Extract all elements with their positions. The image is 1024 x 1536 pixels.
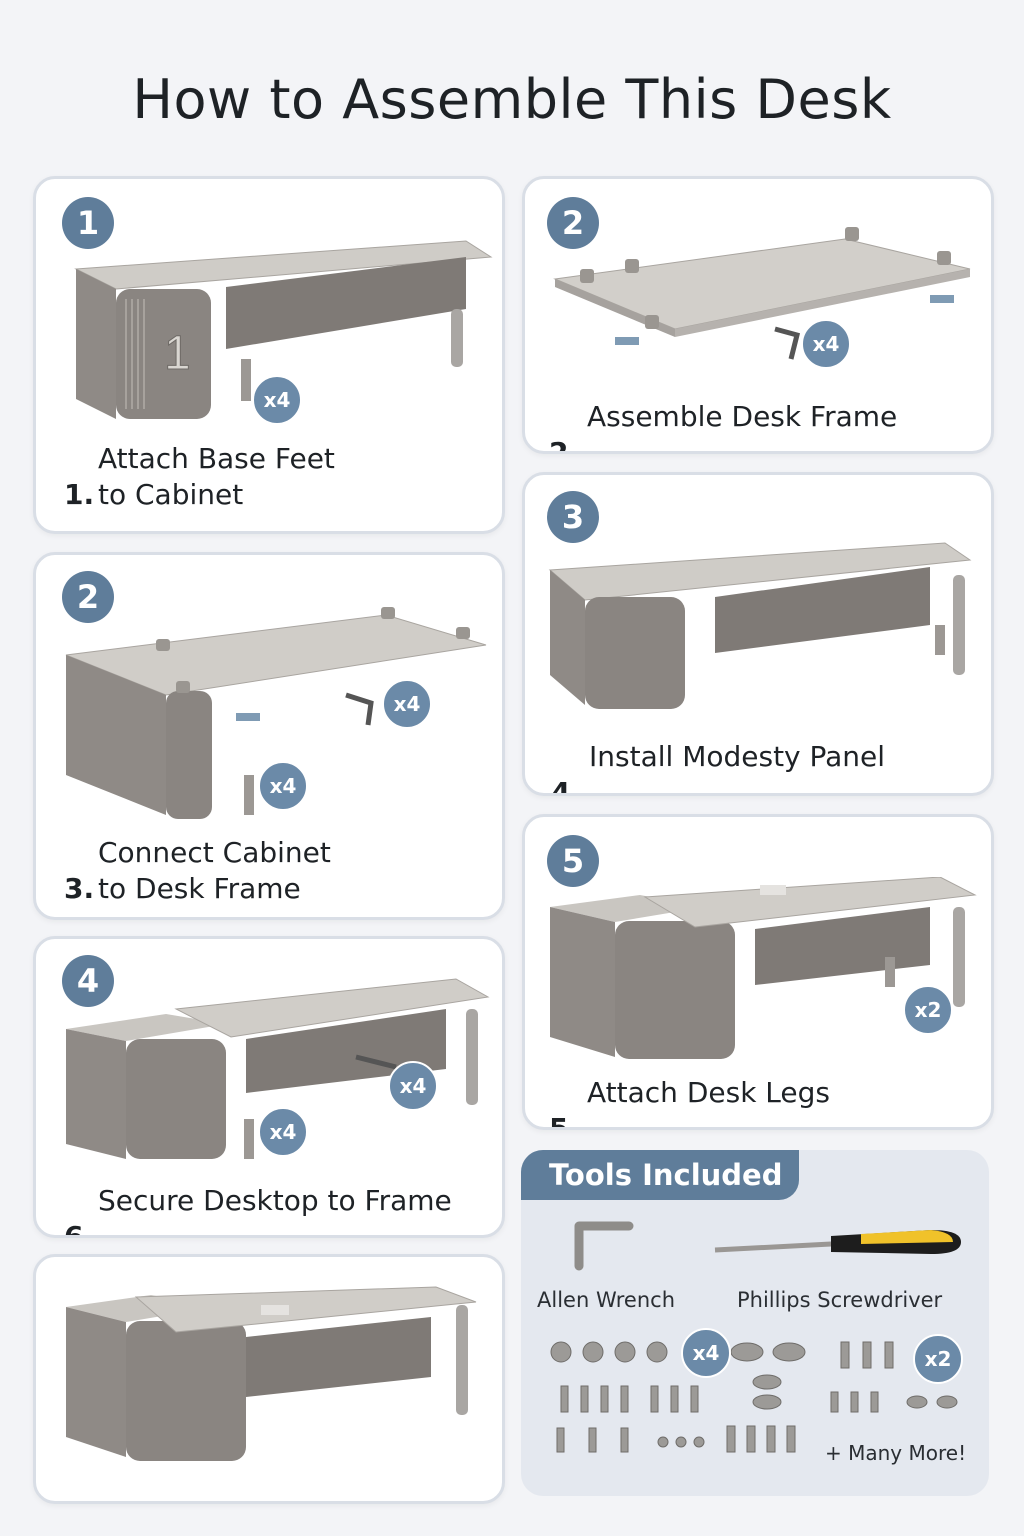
step-card-5: 5 x2 5. Attach Desk Legs [522,814,994,1130]
step-badge-3: 2 [62,571,114,623]
step-card-6: 4 x4 x4 6. Secure Desktop to Frame [33,936,505,1238]
quantity-badge: x4 [388,1061,438,1111]
step-card-1: 1 1 x4 1. Attach Base Feet to Cabinet [33,176,505,534]
step-text-5: Attach Desk Legs [587,1076,831,1109]
step-card-3: 2 x4 x4 3. Connect Cabinet to Desk Frame [33,552,505,920]
tools-header: Tools Included [521,1150,799,1200]
desk-legs-illustration [550,877,977,1059]
desk-frame-illustration [553,227,971,360]
quantity-badge: x4 [258,1107,308,1157]
cabinet-frame-illustration [65,607,487,819]
quantity-badge: x4 [258,761,308,811]
completed-desk-card [33,1254,505,1504]
step-label-2: 2. [549,399,580,454]
step-label-1: 1. [64,441,94,513]
completed-desk-illustration [66,1286,477,1461]
more-hardware-label: + Many More! [825,1441,967,1465]
tool-label-screwdriver: Phillips Screwdriver [737,1288,943,1312]
quantity-badge: x4 [252,375,302,425]
step-number: 3. [64,872,95,905]
modesty-panel-illustration [548,542,972,709]
step-badge-4: 3 [547,491,599,543]
step-badge-5: 4 [62,955,114,1007]
step-text-2: Assemble Desk Frame [587,400,898,433]
step-label-5: 5. [549,1075,580,1130]
step-badge-1: 1 [62,197,114,249]
step-number: 1. [64,478,95,511]
quantity-badge: x4 [382,679,432,729]
step-label-4: 4. [551,739,582,796]
quantity-badge: x2 [903,985,953,1035]
step-number: 6. [64,1220,95,1238]
page-title: How to Assemble This Desk [132,68,892,131]
tool-label-allen-wrench: Allen Wrench [537,1288,676,1312]
step-text-6: Secure Desktop to Frame [98,1184,452,1217]
quantity-badge: x4 [801,319,851,369]
step-number: 2. [549,436,580,454]
step-text-4: Install Modesty Panel [589,740,886,773]
step-label-3: 3. [64,835,94,907]
hardware-icon [550,1341,958,1453]
step-number: 4. [551,776,582,796]
step-badge-2: 2 [547,197,599,249]
step-text-3: Connect Cabinet to Desk Frame [98,836,331,905]
step-text-1: Attach Base Feet to Cabinet [98,442,335,511]
step-card-4: 3 4. Install Modesty Panel [522,472,994,796]
step-label-6: 6. [64,1183,95,1238]
quantity-badge: x4 [681,1328,731,1378]
screwdriver-icon [714,1230,961,1254]
svg-text:1: 1 [164,327,191,380]
step-card-2: 2 x4 2. Assemble Desk Frame [522,176,994,454]
quantity-badge: x2 [913,1334,963,1384]
step-number: 5. [549,1112,580,1130]
step-badge-6: 5 [547,835,599,887]
allen-wrench-icon [574,1221,634,1271]
cabinet-illustration: 1 [74,240,493,419]
tools-panel: Tools Included Allen Wrench Phillips Scr… [521,1150,989,1496]
